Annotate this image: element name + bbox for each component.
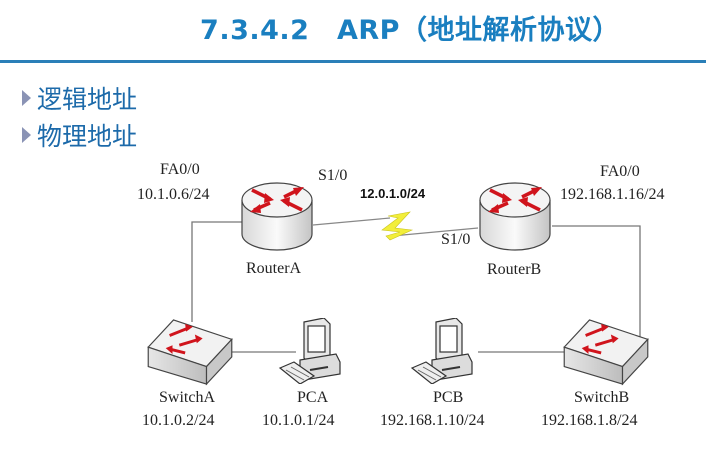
link-routerB-switchB bbox=[552, 225, 641, 338]
pcB-ip: 192.168.1.10/24 bbox=[380, 412, 485, 429]
routerA-serial-iface: S1/0 bbox=[318, 167, 348, 184]
routerB-label: RouterB bbox=[487, 261, 542, 278]
bullet-physical-address: 物理地址 bbox=[22, 117, 137, 153]
routerA-fa-iface: FA0/0 bbox=[160, 161, 200, 178]
chevron-bullet-icon bbox=[22, 127, 31, 143]
serial-network-label: 12.0.1.0/24 bbox=[360, 186, 426, 201]
link-routerA-switchA bbox=[191, 221, 242, 322]
serial-link bbox=[312, 211, 479, 241]
routerB-serial-iface: S1/0 bbox=[441, 231, 471, 248]
switchB-icon bbox=[562, 318, 650, 386]
bullet-text: 逻辑地址 bbox=[37, 85, 138, 114]
switchB-ip: 192.168.1.8/24 bbox=[541, 412, 638, 429]
switchB-label: SwitchB bbox=[574, 389, 630, 406]
bullet-text: 物理地址 bbox=[37, 122, 138, 151]
pcA-icon bbox=[279, 318, 341, 384]
routerB-icon bbox=[478, 181, 552, 252]
pcA-ip: 10.1.0.1/24 bbox=[262, 412, 335, 429]
routerA-fa-ip: 10.1.0.6/24 bbox=[137, 186, 210, 203]
routerB-fa-ip: 192.168.1.16/24 bbox=[560, 186, 665, 203]
pcB-icon bbox=[411, 318, 473, 384]
title-divider bbox=[0, 60, 706, 63]
slide-title: 7.3.4.2 ARP（地址解析协议） bbox=[200, 15, 620, 46]
pcB-label: PCB bbox=[433, 389, 464, 406]
pcA-label: PCA bbox=[297, 389, 329, 406]
routerA-label: RouterA bbox=[246, 260, 302, 277]
routerA-icon bbox=[240, 181, 314, 252]
switchA-icon bbox=[146, 318, 234, 386]
routerB-fa-iface: FA0/0 bbox=[600, 163, 640, 180]
bullet-logical-address: 逻辑地址 bbox=[22, 80, 137, 116]
switchA-label: SwitchA bbox=[159, 389, 215, 406]
chevron-bullet-icon bbox=[22, 90, 31, 106]
switchA-ip: 10.1.0.2/24 bbox=[142, 412, 215, 429]
